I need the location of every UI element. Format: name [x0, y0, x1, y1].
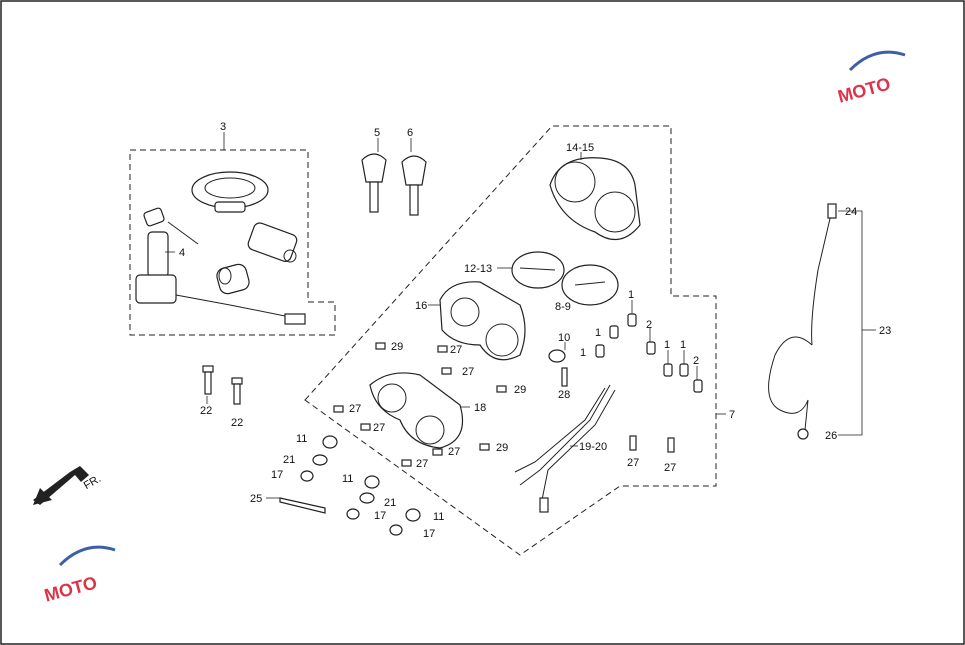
callout-29-a: 29: [391, 341, 403, 353]
callout-5: 5: [374, 127, 380, 139]
callout-27-f: 27: [416, 458, 428, 470]
callout-27-a: 27: [450, 344, 462, 356]
meter-lower-cover: [369, 372, 470, 449]
callout-16: 16: [415, 300, 427, 312]
callout-1-c: 1: [580, 347, 586, 359]
key-5: [361, 138, 387, 213]
meter-wire-harness: [514, 384, 616, 513]
callout-17-a: 17: [271, 469, 283, 481]
callout-14-15: 14-15: [566, 142, 594, 154]
meter-cover: [549, 152, 641, 241]
callout-27-c: 27: [349, 403, 361, 415]
seat-lock: [247, 222, 298, 263]
callout-23: 23: [879, 325, 891, 337]
callout-22-a: 22: [200, 405, 212, 417]
callout-1-a: 1: [628, 289, 634, 301]
callout-3: 3: [220, 121, 226, 133]
callout-22-b: 22: [231, 417, 243, 429]
fuel-cap: [191, 171, 269, 213]
callout-28: 28: [558, 389, 570, 401]
wire-clamp: [548, 342, 566, 363]
meter-assembly-boundary: [304, 125, 717, 556]
callout-21-b: 21: [384, 497, 396, 509]
callout-25: 25: [250, 493, 262, 505]
key-6: [401, 138, 427, 216]
callout-4: 4: [179, 247, 185, 259]
callout-1-d: 1: [664, 339, 670, 351]
callout-17-c: 17: [423, 528, 435, 540]
front-direction-arrow-icon: [33, 466, 89, 505]
callout-24: 24: [845, 206, 857, 218]
speedometer-face: [497, 251, 565, 289]
ignition-set-boundary: [129, 149, 336, 336]
callout-27-h: 27: [664, 462, 676, 474]
callout-27-g: 27: [627, 457, 639, 469]
callout-6: 6: [407, 127, 413, 139]
callout-2-a: 2: [646, 319, 652, 331]
svg-text:MOTO: MOTO: [836, 74, 893, 107]
callout-11-c: 11: [433, 511, 444, 523]
callout-1-b: 1: [595, 327, 601, 339]
callout-29-c: 29: [496, 442, 508, 454]
moto-logo-watermark-top: MOTO: [836, 50, 906, 107]
callout-7: 7: [729, 409, 735, 421]
callout-27-d: 27: [373, 422, 385, 434]
callout-1-e: 1: [680, 339, 686, 351]
callout-21-a: 21: [283, 454, 295, 466]
svg-text:MOTO: MOTO: [42, 572, 99, 605]
rubber-strap: [266, 497, 326, 514]
callout-11-a: 11: [296, 433, 307, 445]
bolt-22-left: [202, 365, 214, 404]
callout-12-13: 12-13: [464, 263, 492, 275]
callout-27-b: 27: [462, 366, 474, 378]
moto-logo-watermark-bottom: MOTO: [42, 545, 116, 606]
callout-29-b: 29: [514, 384, 526, 396]
nuts-and-washers: [300, 435, 421, 536]
callout-11-b: 11: [342, 473, 353, 485]
tachometer-face: [561, 264, 619, 306]
callout-8-9: 8-9: [555, 301, 571, 313]
lock-cylinder: [216, 263, 250, 295]
screws: [333, 342, 675, 467]
callout-27-e: 27: [448, 446, 460, 458]
bolt-28: [561, 367, 568, 387]
callout-10: 10: [558, 332, 570, 344]
bulbs: [595, 300, 703, 393]
callout-26: 26: [825, 430, 837, 442]
callout-19-20: 19-20: [579, 441, 607, 453]
ignition-switch: [135, 207, 306, 325]
callout-2-b: 2: [693, 355, 699, 367]
bolt-22-right: [231, 377, 243, 405]
meter-case: [428, 281, 526, 361]
callout-18: 18: [474, 402, 486, 414]
speedometer-cable: [768, 203, 876, 440]
callout-17-b: 17: [374, 510, 386, 522]
